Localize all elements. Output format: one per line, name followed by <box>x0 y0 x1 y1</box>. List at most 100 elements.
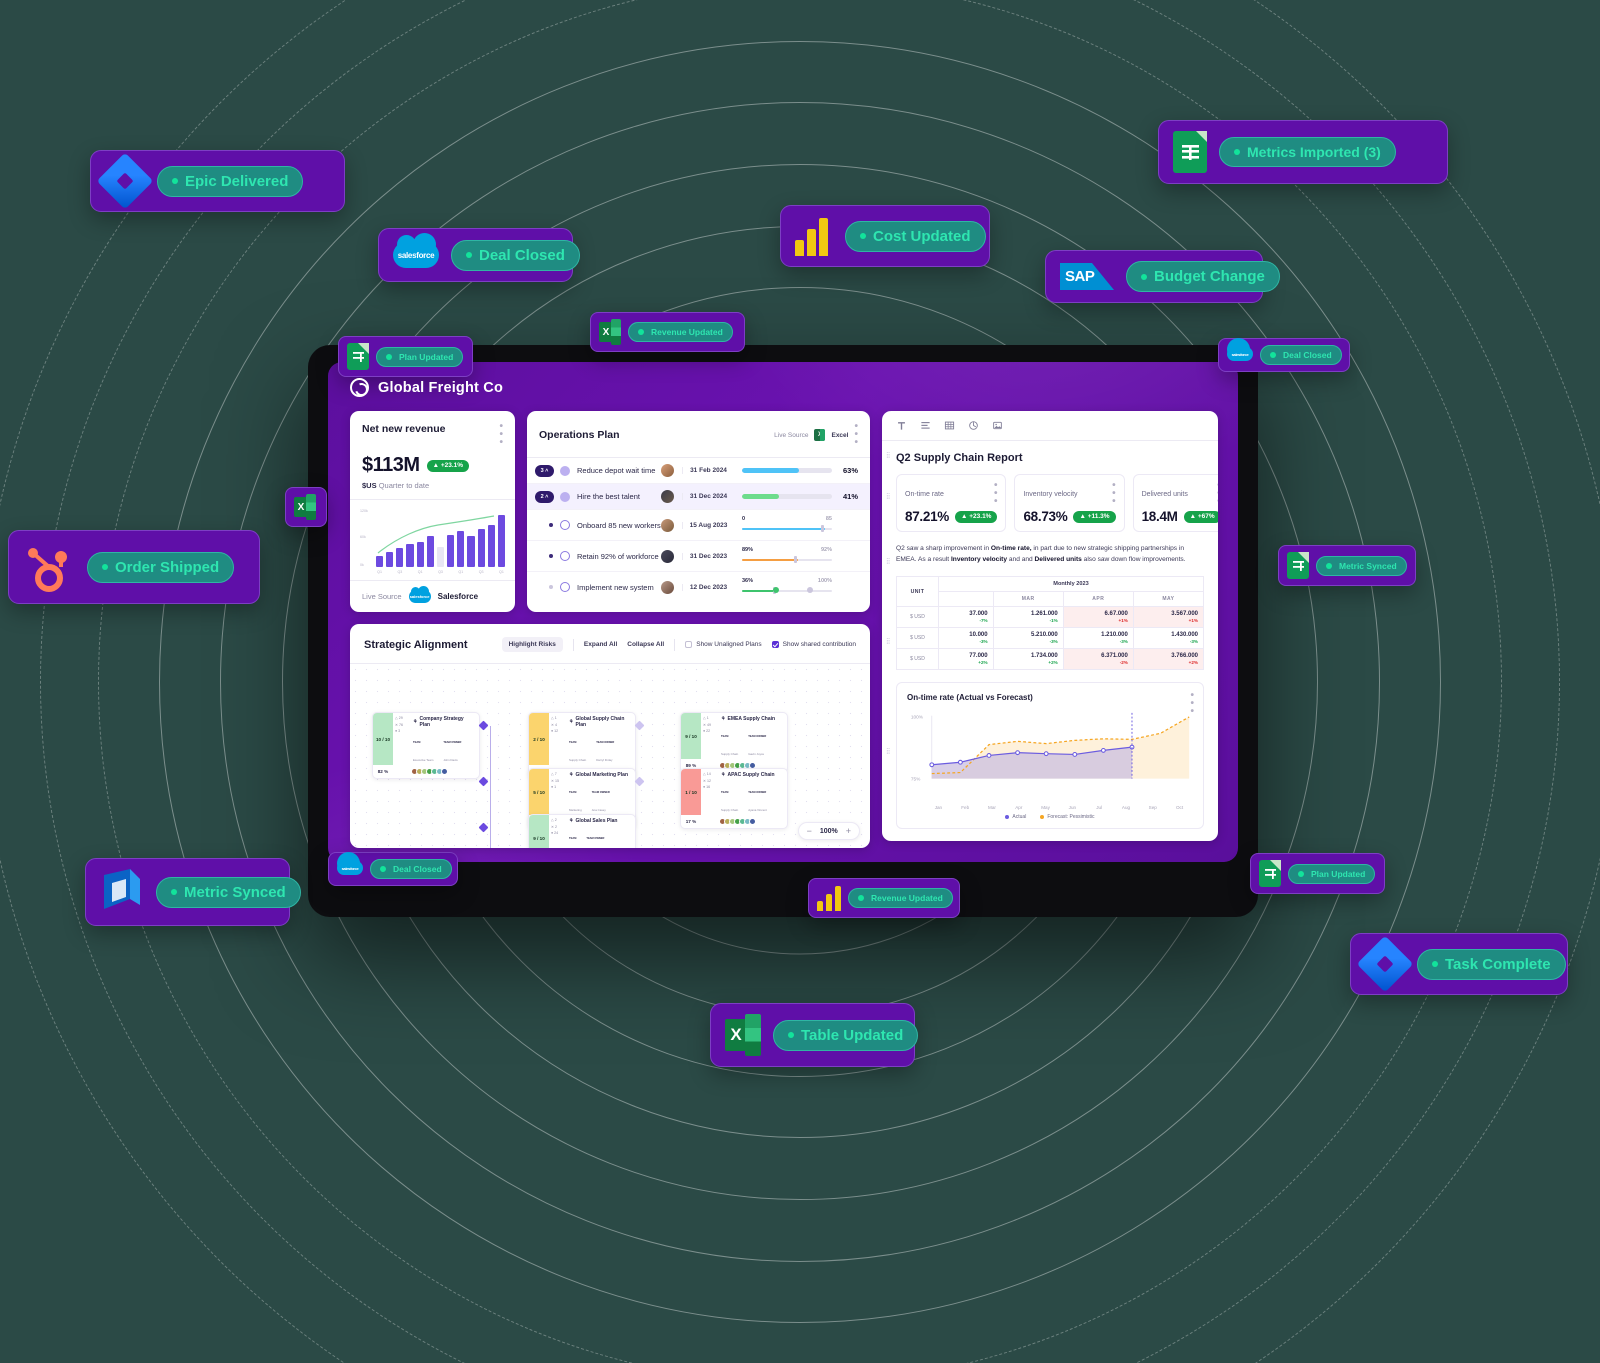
notification-label: Order Shipped <box>115 558 220 576</box>
chart-icon[interactable] <box>968 420 979 431</box>
show-shared-contribution-checkbox[interactable]: Show shared contribution <box>771 641 856 648</box>
status-dot-icon <box>1298 870 1304 877</box>
avatar <box>661 464 674 477</box>
sa-node-name: ⚘APAC Supply Chain <box>721 772 775 778</box>
sa-node[interactable]: 9 / 10 89 % △ 1 ✕ 49 ● 22 ⚘EMEA Supply C… <box>680 712 788 773</box>
strategic-alignment-card[interactable]: Strategic Alignment Highlight Risks Expa… <box>350 624 870 848</box>
ops-row[interactable]: 3 ˄ Reduce depot wait time 31 Feb 2024 6… <box>527 458 870 484</box>
sa-node-team-key: TEAM <box>569 791 577 794</box>
notification-pill-cost-updated[interactable]: Cost Updated <box>780 205 990 267</box>
notification-pill-metric-synced-2[interactable]: Metric Synced <box>85 858 301 926</box>
text-icon[interactable] <box>896 420 907 431</box>
plan-icon: ⚘ <box>721 772 726 778</box>
kpi-card[interactable]: Delivered units ••• 18.4M ▲ +67% <box>1132 474 1218 532</box>
highlight-risks-button[interactable]: Highlight Risks <box>501 637 563 652</box>
table-cell-delta: -3% <box>1119 639 1128 645</box>
notification-pill-deal-closed-3[interactable]: salesforce Deal Closed <box>328 852 458 886</box>
sa-node-team-value: Executive Team <box>413 758 434 762</box>
image-icon[interactable] <box>992 420 1003 431</box>
report-toolbar[interactable] <box>882 411 1218 441</box>
notification-chip: Deal Closed <box>451 239 580 271</box>
kpi-card[interactable]: On-time rate ••• 87.21% ▲ +23.1% <box>896 474 1007 532</box>
notification-pill-epic-delivered[interactable]: Epic Delivered <box>90 150 345 212</box>
ops-slider[interactable]: 36%100% <box>742 578 832 596</box>
chart-legend-item[interactable]: Actual <box>1005 814 1026 820</box>
checkbox-box-checked <box>771 641 779 648</box>
notification-pill-revenue-updated-1[interactable]: X Revenue Updated <box>590 312 745 352</box>
zoom-in-button[interactable]: + <box>845 826 851 836</box>
ops-row[interactable]: 2 ˄ Hire the best talent 31 Dec 2024 41% <box>527 484 870 510</box>
nnr-bar <box>477 529 485 567</box>
sa-node-percent: 17 % <box>685 819 697 824</box>
notification-label: Deal Closed <box>479 246 565 264</box>
nnr-kebab-menu-icon[interactable]: ••• <box>499 421 503 448</box>
sa-node[interactable]: 9 / 10 91 % △ 2 ✕ 2 ● 24 ⚘Global Sales P… <box>528 814 636 848</box>
kpi-kebab-menu-icon[interactable]: ••• <box>1217 481 1218 507</box>
ops-row[interactable]: Implement new system 12 Dec 2023 36%100% <box>527 572 870 602</box>
notification-pill-table-updated[interactable]: X Table Updated <box>710 1003 919 1067</box>
table-icon[interactable] <box>944 420 955 431</box>
left-column: Net new revenue ••• $113M ▲ +23.1% $US Q… <box>350 411 870 848</box>
sa-node-percent: 89 % <box>685 763 697 768</box>
kpi-kebab-menu-icon[interactable]: ••• <box>1112 480 1116 507</box>
drag-handle-icon[interactable]: ⣿ <box>886 639 892 645</box>
chart-x-label: Mar <box>988 805 996 811</box>
sa-graph-canvas[interactable]: − 100% + 10 / 10 82 % △ 29 ✕ 76 ● 3 ⚘Com… <box>350 663 870 848</box>
notification-pill-metrics-imported[interactable]: Metrics Imported (3) <box>1158 120 1448 184</box>
kpi-kebab-menu-icon[interactable]: ••• <box>993 480 998 507</box>
notification-pill-budget-change[interactable]: SAP Budget Change <box>1045 250 1280 303</box>
zoom-controls[interactable]: − 100% + <box>797 822 860 840</box>
notification-pill-deal-closed-2[interactable]: salesforce Deal Closed <box>1218 338 1350 372</box>
kpi-card[interactable]: Inventory velocity ••• 68.73% ▲ +11.3% <box>1014 474 1125 532</box>
notification-pill-deal-closed-1[interactable]: salesforce Deal Closed <box>378 228 580 282</box>
status-dot-icon <box>171 889 177 895</box>
sa-node-team-key: TEAM <box>413 741 421 744</box>
nnr-x-label: Q1 <box>377 570 382 574</box>
notification-pill-metric-synced-1[interactable]: Metric Synced <box>1278 545 1416 586</box>
sa-node-risk-count: △ 1 <box>703 716 709 720</box>
sa-node-owner-key: TEAM OWNER <box>443 741 462 744</box>
drag-handle-icon[interactable]: ⣿ <box>886 749 892 755</box>
notification-pill-task-complete[interactable]: Task Complete <box>1350 933 1568 995</box>
sa-node[interactable]: 1 / 10 17 % △ 14 ✕ 12 ● 16 ⚘APAC Supply … <box>680 768 788 829</box>
show-unaligned-plans-checkbox[interactable]: Show Unaligned Plans <box>685 641 762 648</box>
drag-handle-icon[interactable]: ⣿ <box>886 453 892 459</box>
ops-row-chip[interactable]: 2 ˄ <box>535 490 554 503</box>
notification-pill-excel-badge[interactable]: X <box>285 487 327 527</box>
report-title: Q2 Supply Chain Report <box>896 452 1023 464</box>
notification-pill-plan-updated-2[interactable]: Plan Updated <box>1250 853 1385 894</box>
ops-row-date: 15 Aug 2023 <box>682 521 734 529</box>
chart-kebab-menu-icon[interactable]: ••• <box>1190 690 1194 718</box>
collapse-all-button[interactable]: Collapse All <box>627 641 665 648</box>
svg-text:100%: 100% <box>911 715 924 721</box>
notification-pill-order-shipped[interactable]: Order Shipped <box>8 530 260 604</box>
ops-slider[interactable]: 89%92% <box>742 547 832 565</box>
report-panel[interactable]: ⣿ Q2 Supply Chain Report ⣿ On-time rate … <box>882 411 1218 842</box>
ops-kebab-menu-icon[interactable]: ••• <box>854 421 858 448</box>
table-header-row-group: UNIT Monthly 2023 <box>896 576 1204 608</box>
notification-pill-revenue-updated-2[interactable]: Revenue Updated <box>808 878 960 918</box>
drag-handle-icon[interactable]: ⣿ <box>886 559 892 565</box>
net-new-revenue-card[interactable]: Net new revenue ••• $113M ▲ +23.1% $US Q… <box>350 411 515 612</box>
expand-all-button[interactable]: Expand All <box>583 641 618 648</box>
notification-pill-plan-updated-1[interactable]: Plan Updated <box>338 336 473 377</box>
zoom-out-button[interactable]: − <box>806 826 812 836</box>
nnr-value: $113M <box>362 454 420 476</box>
ops-row[interactable]: Retain 92% of workforce 31 Dec 2023 89%9… <box>527 541 870 572</box>
salesforce-icon: salesforce <box>1227 338 1253 363</box>
plan-icon: ⚘ <box>413 719 418 725</box>
sa-node-score-value: 2 / 10 <box>529 713 549 765</box>
operations-plan-card[interactable]: Operations Plan Live Source X Excel ••• … <box>527 411 870 612</box>
list-icon[interactable] <box>920 420 931 431</box>
sa-node[interactable]: 10 / 10 82 % △ 29 ✕ 76 ● 3 ⚘Company Stra… <box>372 712 480 779</box>
ops-row-chip[interactable]: 3 ˄ <box>535 464 554 477</box>
drag-handle-icon[interactable]: ⣿ <box>886 494 892 500</box>
chart-legend-item[interactable]: Forecast: Pessimistic <box>1040 814 1095 820</box>
on-time-rate-chart-card[interactable]: ••• On-time rate (Actual vs Forecast) 10… <box>896 682 1204 830</box>
